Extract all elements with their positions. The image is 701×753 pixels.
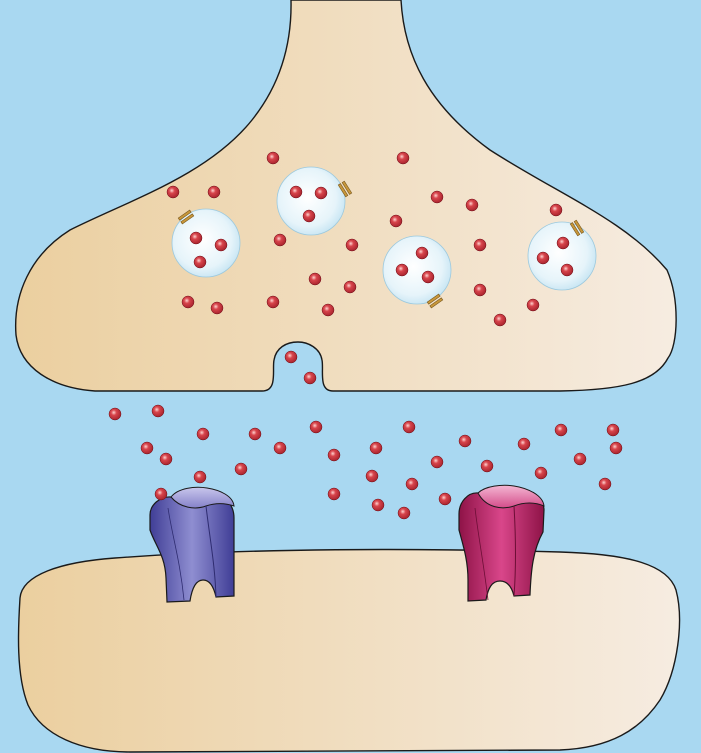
neurotransmitter-molecule: [181, 295, 195, 309]
neurotransmitter-molecule: [556, 236, 570, 250]
neurotransmitter-molecule: [458, 434, 472, 448]
neurotransmitter-molecule: [314, 186, 328, 200]
neurotransmitter-molecule: [395, 263, 409, 277]
neurotransmitter-molecule: [430, 190, 444, 204]
neurotransmitter-molecule: [266, 151, 280, 165]
neurotransmitter-molecule: [549, 203, 563, 217]
neurotransmitter-molecule: [396, 151, 410, 165]
neurotransmitter-molecule: [345, 238, 359, 252]
neurotransmitter-molecule: [207, 185, 221, 199]
neurotransmitter-molecule: [327, 487, 341, 501]
neurotransmitter-molecule: [517, 437, 531, 451]
neurotransmitter-molecule: [402, 420, 416, 434]
receptor-purple: [149, 486, 235, 603]
neurotransmitter-molecule: [327, 448, 341, 462]
receptor-magenta: [458, 484, 545, 602]
neurotransmitter-molecule: [196, 427, 210, 441]
neurotransmitter-molecule: [606, 423, 620, 437]
neurotransmitter-molecule: [289, 185, 303, 199]
membrane-marker-icon: [426, 293, 444, 309]
membrane-marker-icon: [177, 209, 195, 225]
neurotransmitter-molecule: [248, 427, 262, 441]
neurotransmitter-molecule: [536, 251, 550, 265]
neurotransmitter-molecule: [210, 301, 224, 315]
neurotransmitter-molecule: [309, 420, 323, 434]
neurotransmitter-molecule: [554, 423, 568, 437]
molecule-layer: [108, 151, 623, 520]
neurotransmitter-molecule: [189, 231, 203, 245]
neurotransmitter-molecule: [108, 407, 122, 421]
neurotransmitter-molecule: [389, 214, 403, 228]
neurotransmitter-molecule: [609, 441, 623, 455]
synaptic-vesicle: [382, 235, 452, 309]
neurotransmitter-molecule: [193, 255, 207, 269]
neurotransmitter-molecule: [473, 283, 487, 297]
neurotransmitter-molecule: [573, 452, 587, 466]
neurotransmitter-molecule: [473, 238, 487, 252]
vesicle-layer: [171, 166, 597, 393]
neurotransmitter-molecule: [284, 350, 298, 364]
synaptic-vesicle: [527, 219, 597, 291]
membrane-marker-icon: [337, 180, 353, 198]
neurotransmitter-molecule: [480, 459, 494, 473]
neurotransmitter-molecule: [266, 295, 280, 309]
neurotransmitter-molecule: [151, 404, 165, 418]
neurotransmitter-molecule: [234, 462, 248, 476]
neurotransmitter-molecule: [526, 298, 540, 312]
neurotransmitter-molecule: [405, 477, 419, 491]
neurotransmitter-molecule: [493, 313, 507, 327]
postsynaptic-terminal: [17, 548, 681, 753]
neurotransmitter-molecule: [369, 441, 383, 455]
neurotransmitter-molecule: [214, 238, 228, 252]
neurotransmitter-molecule: [343, 280, 357, 294]
neurotransmitter-molecule: [371, 498, 385, 512]
vesicle-fusing-with-membrane: [277, 347, 319, 393]
neurotransmitter-molecule: [273, 233, 287, 247]
neurotransmitter-molecule: [365, 469, 379, 483]
synaptic-vesicle: [171, 208, 241, 278]
synaptic-vesicle: [276, 166, 353, 236]
neurotransmitter-molecule: [303, 371, 317, 385]
membrane-marker-icon: [569, 219, 585, 237]
neurotransmitter-molecule: [415, 246, 429, 260]
neurotransmitter-molecule: [308, 272, 322, 286]
neurotransmitter-molecule: [560, 263, 574, 277]
neurotransmitter-molecule: [140, 441, 154, 455]
neurotransmitter-molecule: [397, 506, 411, 520]
neurotransmitter-molecule: [534, 466, 548, 480]
neurotransmitter-molecule: [193, 470, 207, 484]
neurotransmitter-molecule: [154, 487, 168, 501]
neurotransmitter-molecule: [465, 198, 479, 212]
neurotransmitter-molecule: [302, 209, 316, 223]
neurotransmitter-molecule: [166, 185, 180, 199]
neurotransmitter-molecule: [598, 477, 612, 491]
neurotransmitter-molecule: [321, 303, 335, 317]
neurotransmitter-molecule: [159, 452, 173, 466]
neurotransmitter-molecule: [421, 270, 435, 284]
neurotransmitter-molecule: [430, 455, 444, 469]
neurotransmitter-molecule: [273, 441, 287, 455]
neurotransmitter-molecule: [438, 492, 452, 506]
